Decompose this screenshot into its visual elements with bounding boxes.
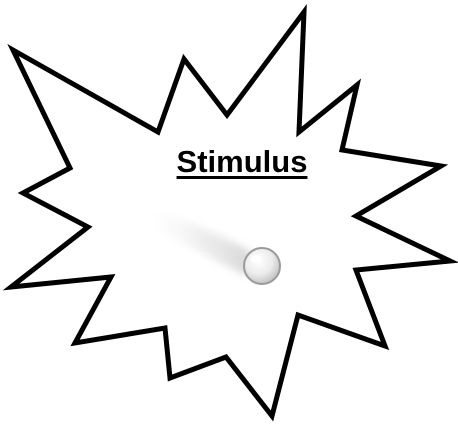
starburst-shape bbox=[11, 12, 450, 416]
ball bbox=[244, 248, 280, 284]
stimulus-title: Stimulus bbox=[150, 144, 334, 180]
ball-highlight bbox=[250, 255, 262, 263]
